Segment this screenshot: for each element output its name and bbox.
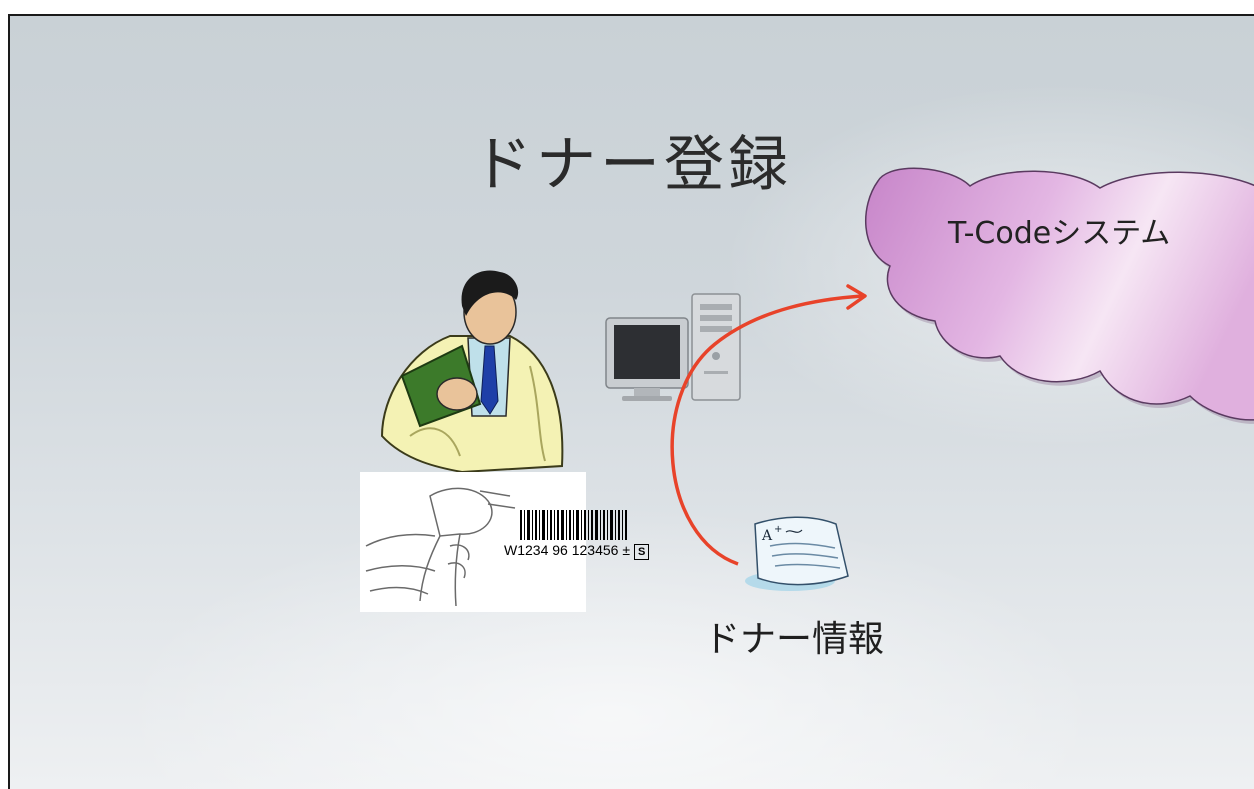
donor-info-label: ドナー情報 [704, 619, 885, 660]
svg-text:+: + [774, 524, 782, 535]
barcode [520, 510, 627, 540]
doctor-icon [380, 270, 564, 474]
svg-text:A: A [761, 528, 773, 544]
computer-icon [605, 293, 741, 401]
barcode-label: W1234 96 123456 ±S [504, 542, 650, 560]
document-icon: A + [745, 516, 849, 591]
slide-title: ドナー登録 [472, 130, 792, 200]
slide: ドナー登録 T-Codeシステム [8, 14, 1254, 789]
barcode-card [360, 472, 586, 612]
cloud-icon [864, 167, 1254, 424]
cloud-label: T-Codeシステム [948, 216, 1171, 251]
barcode-scanner-icon [365, 487, 627, 607]
barcode-number: W1234 96 123456 ± [504, 542, 630, 558]
barcode-flag: S [634, 544, 650, 560]
arrow-to-cloud [670, 284, 867, 566]
